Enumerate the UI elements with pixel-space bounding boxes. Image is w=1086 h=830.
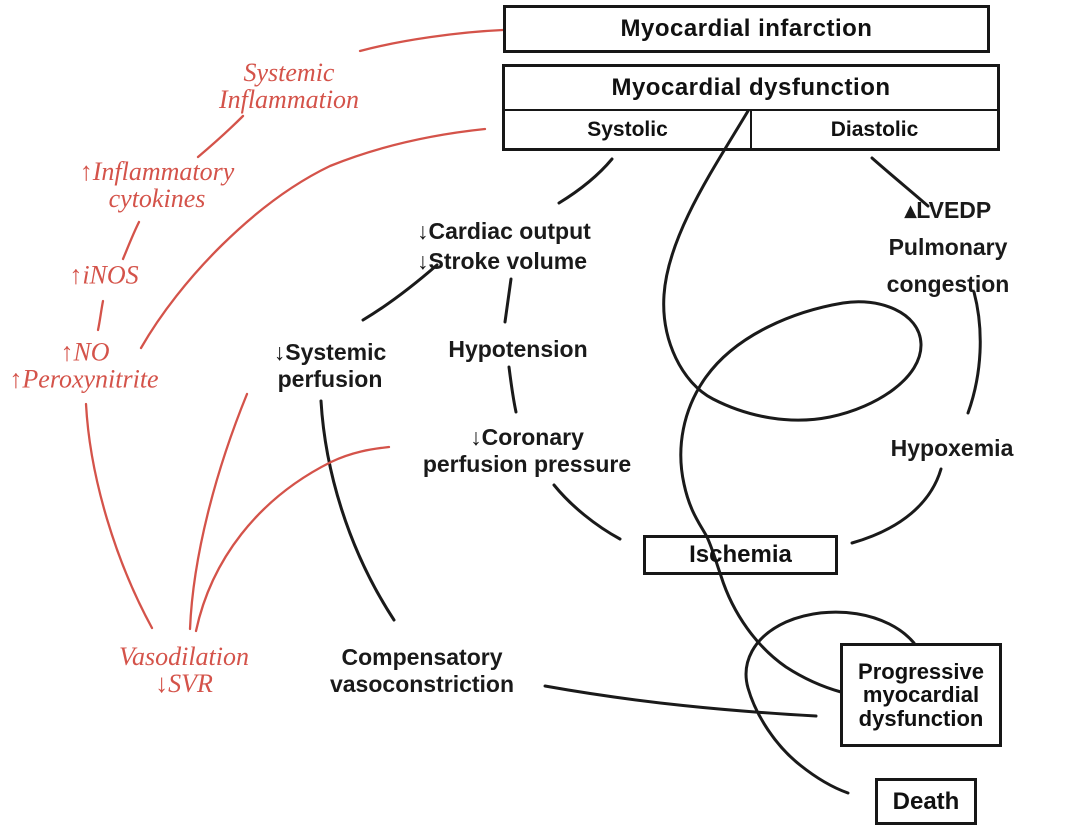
edge-hypotension-to-coronary-perfusion — [507, 365, 518, 414]
node-peroxynitrite: ↑Peroxynitrite — [9, 364, 159, 394]
edge-cardiac-output-to-hypotension — [503, 277, 513, 324]
edge-systolic-to-cardiac-output — [557, 157, 614, 205]
edge-vasoconstriction-to-progressive-dysfunction — [543, 684, 818, 718]
cell-systolic: Systolic — [505, 111, 752, 148]
cell-diastolic: Diastolic — [830, 117, 919, 141]
edge-peroxynitrite-to-vasodilation — [84, 402, 154, 630]
node-compensatory-vasoconstriction: Compensatory vasoconstriction — [329, 643, 515, 697]
node-systemic-perfusion: ↓Systemic perfusion — [273, 338, 387, 392]
node-inflammatory-cytokines: ↑Inflammatory cytokines — [79, 156, 235, 213]
myocardial-infarction-label: Myocardial infarction — [620, 15, 873, 42]
edge-dysfunction-spiral-through-ischemia — [662, 109, 923, 694]
node-no: ↑NO — [60, 337, 110, 367]
edge-systemic-perfusion-to-vasoconstriction — [319, 399, 396, 622]
node-systemic-inflammation: Systemic Inflammation — [218, 57, 360, 114]
edge-infarction-to-systemic-inflammation — [358, 28, 505, 53]
node-hypotension: Hypotension — [448, 336, 588, 363]
edge-hypoxemia-to-ischemia — [850, 467, 943, 545]
myocardial-dysfunction-label: Myocardial dysfunction — [505, 67, 997, 111]
box-myocardial-dysfunction: Myocardial dysfunction Systolic Diastoli… — [502, 64, 1000, 151]
node-hypoxemia: Hypoxemia — [890, 435, 1014, 462]
node-inos: ↑iNOS — [69, 260, 139, 290]
edge-vasodilation-to-systemic-perfusion — [188, 392, 249, 631]
dysfunction-type-row: Systolic Diastolic — [505, 111, 997, 148]
box-ischemia: Ischemia — [643, 535, 838, 575]
node-cardiac-output-stroke-volume: ↓Cardiac output ↓Stroke volume — [417, 218, 591, 274]
box-progressive-myocardial-dysfunction: Progressive myocardial dysfunction — [840, 643, 1002, 747]
edge-diastolic-to-lvedp — [870, 156, 930, 208]
node-coronary-perfusion-pressure: ↓Coronary perfusion pressure — [422, 423, 632, 477]
edge-progressive-dysfunction-to-death — [744, 610, 916, 795]
edge-vasodilation-to-coronary-perfusion — [194, 445, 391, 633]
edge-pulmonary-congestion-to-hypoxemia — [966, 290, 982, 415]
node-vasodilation-svr: Vasodilation ↓SVR — [118, 641, 250, 698]
node-lvedp-pulmonary-congestion: ▴LVEDP Pulmonary congestion — [886, 196, 1010, 297]
edge-cardiac-output-to-systemic-perfusion — [361, 263, 439, 322]
edge-cytokines-to-inos — [121, 220, 141, 261]
edge-coronary-perfusion-to-ischemia — [552, 483, 622, 541]
edge-inflammation-to-cytokines — [196, 114, 245, 159]
box-myocardial-infarction: Myocardial infarction — [503, 5, 990, 53]
edge-inos-to-no — [96, 299, 105, 332]
box-death: Death — [875, 778, 977, 825]
edge-no-peroxynitrite-to-systolic — [139, 127, 487, 350]
